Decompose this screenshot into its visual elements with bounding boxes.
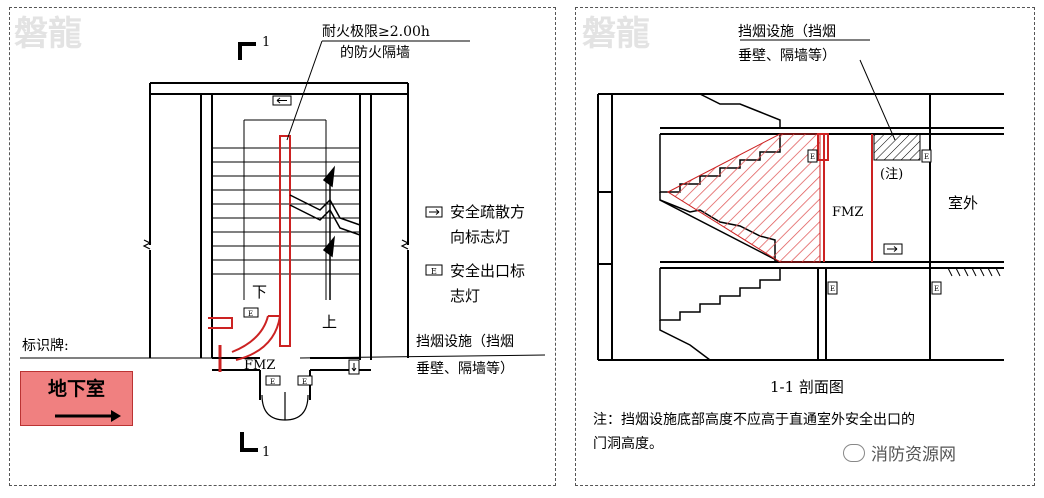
section-door-label: FMZ bbox=[832, 205, 863, 220]
exit-sign-icon: E bbox=[297, 375, 313, 386]
note-mark: (注) bbox=[880, 167, 903, 182]
down-label: 下 bbox=[252, 283, 267, 301]
stair-treads bbox=[212, 119, 360, 300]
right-smoke-barrier-label-2: 垂壁、隔墙等） bbox=[738, 47, 836, 64]
legend-exit: E 安全出口标 志灯 bbox=[425, 262, 525, 305]
right-smoke-barrier-label-1: 挡烟设施（挡烟 bbox=[738, 24, 836, 40]
evacuation-direction-sign-icon bbox=[272, 95, 292, 106]
legend-evacuation: 安全疏散方 向标志灯 bbox=[425, 203, 525, 246]
right-leader-lines bbox=[740, 39, 896, 141]
svg-text:向标志灯: 向标志灯 bbox=[450, 228, 510, 246]
svg-text:E: E bbox=[830, 285, 835, 293]
sign-caption: 标识牌: bbox=[22, 337, 69, 354]
exit-sign-icon: E bbox=[827, 281, 838, 295]
plan-view-panel bbox=[9, 7, 556, 486]
svg-text:E: E bbox=[431, 267, 437, 276]
fire-wall-label-2: 的防火隔墙 bbox=[340, 45, 410, 61]
section-fire-wall bbox=[817, 133, 873, 262]
ground-hatch bbox=[944, 267, 1004, 277]
section-mark-bottom: 1 bbox=[240, 432, 270, 460]
svg-text:E: E bbox=[302, 378, 307, 386]
fire-wall-label-1: 耐火极限≥2.00h bbox=[322, 24, 430, 40]
door-label: FMZ bbox=[244, 358, 275, 373]
exit-sign-icon: E bbox=[921, 149, 932, 163]
right-watermark: 磐龍 bbox=[582, 14, 650, 54]
left-smoke-barrier-label-2: 垂壁、隔墙等） bbox=[416, 360, 514, 377]
leader-lines bbox=[20, 40, 546, 359]
svg-text:安全出口标: 安全出口标 bbox=[450, 262, 525, 280]
basement-sign: 地下室 bbox=[20, 371, 133, 426]
exit-sign-icon: E bbox=[931, 281, 942, 295]
section-view-panel bbox=[575, 7, 1035, 486]
svg-text:E: E bbox=[270, 378, 275, 386]
evacuation-direction-sign-icon bbox=[883, 243, 903, 255]
left-smoke-barrier-label-1: 挡烟设施（挡烟 bbox=[416, 334, 514, 350]
left-watermark: 磐龍 bbox=[14, 14, 82, 54]
up-label: 上 bbox=[322, 313, 337, 331]
exit-sign-icon: E bbox=[265, 375, 281, 386]
footer-text: 消防资源网 bbox=[871, 445, 956, 465]
exit-sign-icon: E bbox=[243, 307, 259, 318]
svg-text:1: 1 bbox=[262, 445, 270, 460]
double-door bbox=[261, 392, 309, 421]
stair-direction-arrows bbox=[289, 165, 361, 300]
svg-text:E: E bbox=[810, 153, 815, 161]
svg-text:1: 1 bbox=[262, 35, 270, 50]
svg-text:E: E bbox=[924, 153, 929, 161]
svg-text:安全疏散方: 安全疏散方 bbox=[450, 203, 525, 221]
wechat-icon bbox=[843, 444, 865, 462]
note-line-1: 注：挡烟设施底部高度不应高于直通室外安全出口的 bbox=[593, 411, 915, 428]
exit-sign-icon: E bbox=[807, 149, 818, 163]
section-mark-top: 1 bbox=[238, 35, 270, 60]
arrow-right-icon bbox=[55, 410, 121, 422]
break-marks bbox=[142, 239, 410, 250]
section-title: 1-1 剖面图 bbox=[770, 378, 844, 396]
note-line-2: 门洞高度。 bbox=[593, 435, 663, 452]
evacuation-direction-sign-icon bbox=[348, 359, 360, 375]
svg-text:E: E bbox=[248, 310, 253, 318]
footer-brand: 消防资源网 bbox=[843, 440, 956, 465]
section-structure bbox=[597, 93, 1004, 361]
basement-sign-text: 地下室 bbox=[47, 378, 105, 400]
outdoor-label: 室外 bbox=[948, 194, 978, 212]
smoke-barrier-hatch bbox=[873, 133, 921, 161]
svg-text:E: E bbox=[934, 285, 939, 293]
svg-text:志灯: 志灯 bbox=[450, 287, 480, 305]
smoke-zone-hatch bbox=[666, 133, 821, 263]
